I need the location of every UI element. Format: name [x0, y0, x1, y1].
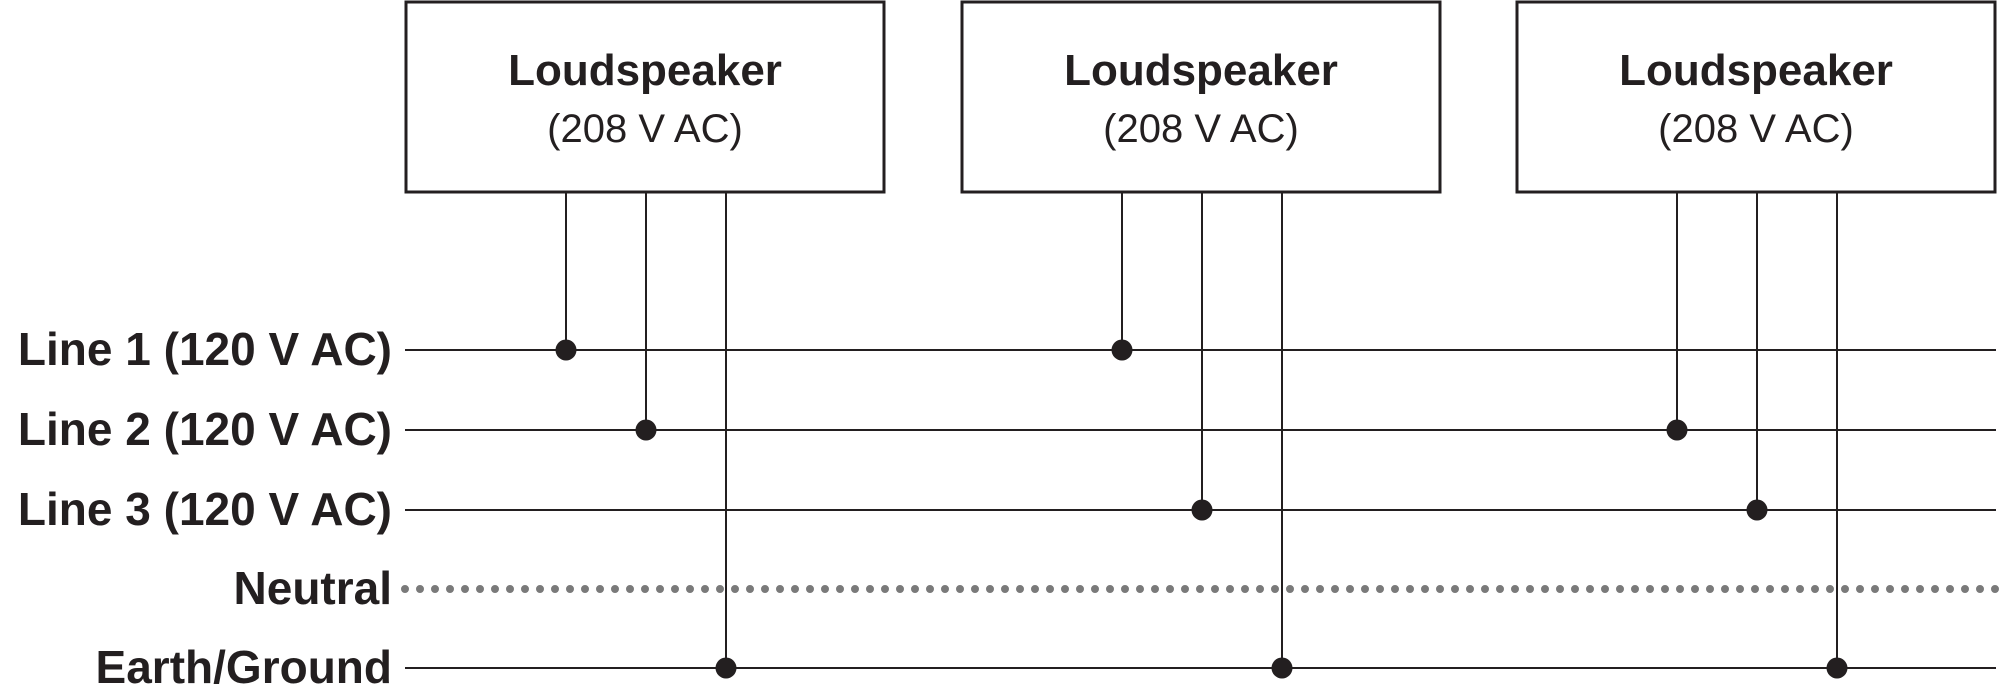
junction-node-speaker-3-ground	[1826, 657, 1848, 679]
loudspeaker-box-2: Loudspeaker (208 V AC)	[960, 0, 1442, 194]
drop-wires	[565, 192, 1838, 668]
loudspeaker-box-1: Loudspeaker (208 V AC)	[404, 0, 886, 194]
bus-label-neutral: Neutral	[234, 562, 392, 614]
junction-node-speaker-3-line2	[1666, 419, 1688, 441]
bus-label-line2: Line 2 (120 V AC)	[18, 403, 392, 455]
junction-node-speaker-2-line1	[1111, 339, 1133, 361]
loudspeaker-title: Loudspeaker	[1064, 46, 1338, 95]
connection-nodes	[555, 339, 1848, 679]
loudspeaker-frame	[960, 0, 1442, 194]
junction-node-speaker-2-line3	[1191, 499, 1213, 521]
loudspeaker-voltage: (208 V AC)	[1103, 107, 1299, 151]
loudspeaker-title: Loudspeaker	[508, 46, 782, 95]
loudspeaker-boxes: Loudspeaker (208 V AC) Loudspeaker (208 V A…	[404, 0, 1997, 194]
loudspeaker-box-3: Loudspeaker (208 V AC)	[1515, 0, 1997, 194]
loudspeaker-frame	[1515, 0, 1997, 194]
junction-node-speaker-3-line3	[1746, 499, 1768, 521]
junction-node-speaker-1-line1	[555, 339, 577, 361]
junction-node-speaker-2-ground	[1271, 657, 1293, 679]
loudspeaker-title: Loudspeaker	[1619, 46, 1893, 95]
loudspeaker-voltage: (208 V AC)	[1658, 107, 1854, 151]
bus-label-ground: Earth/Ground	[96, 641, 392, 685]
bus-label-line1: Line 1 (120 V AC)	[18, 323, 392, 375]
bus-label-line3: Line 3 (120 V AC)	[18, 483, 392, 535]
loudspeaker-frame	[404, 0, 886, 194]
junction-node-speaker-1-ground	[715, 657, 737, 679]
bus-lines: Line 1 (120 V AC) Line 2 (120 V AC) Line 3…	[18, 323, 2000, 685]
loudspeaker-voltage: (208 V AC)	[547, 107, 743, 151]
junction-node-speaker-1-line2	[635, 419, 657, 441]
